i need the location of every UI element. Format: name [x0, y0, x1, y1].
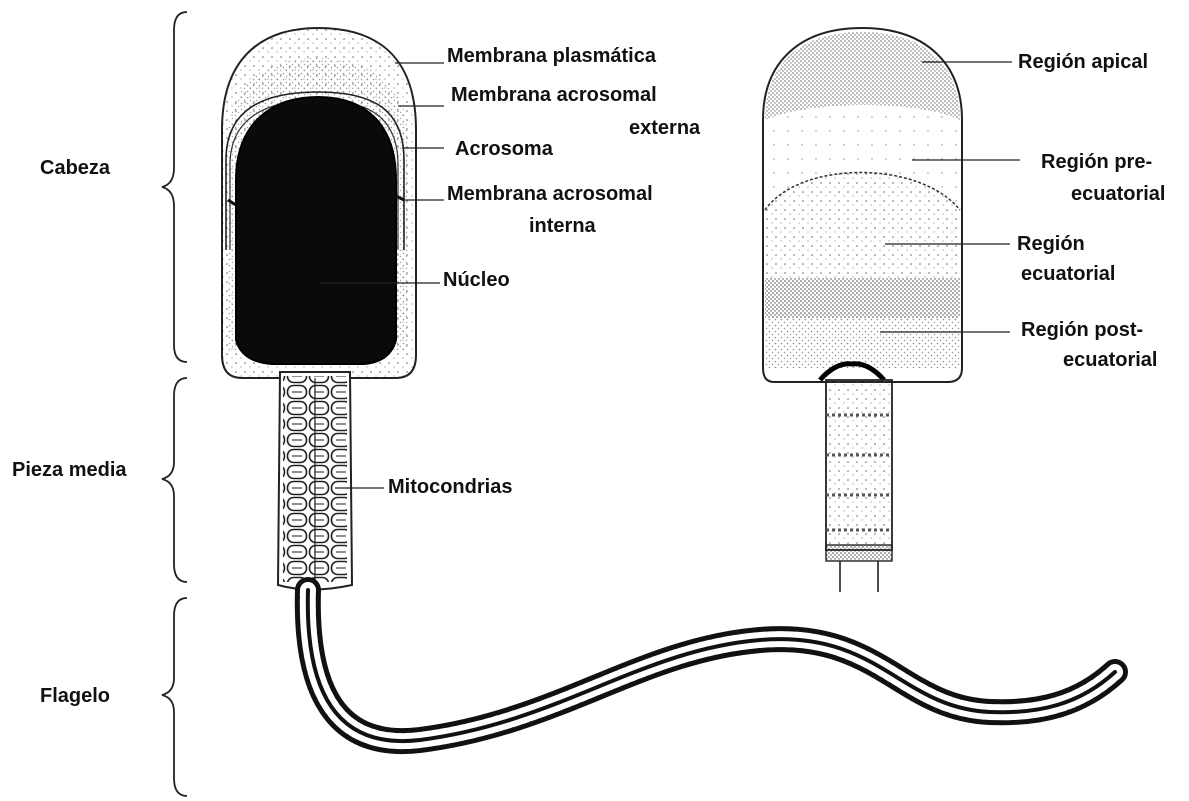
sperm-right-midpiece — [826, 380, 892, 592]
label-flagelo: Flagelo — [40, 684, 110, 708]
label-region-pre-2: ecuatorial — [1071, 182, 1165, 206]
label-membrana-acrosomal-interna-1: Membrana acrosomal — [447, 182, 653, 206]
label-mitocondrias: Mitocondrias — [388, 475, 512, 499]
label-acrosoma: Acrosoma — [455, 137, 553, 161]
label-region-apical: Región apical — [1018, 50, 1148, 74]
label-membrana-acrosomal-externa-2: externa — [629, 116, 700, 140]
dense-band — [765, 278, 960, 318]
label-region-ecuatorial-2: ecuatorial — [1021, 262, 1115, 286]
nucleus — [236, 97, 396, 364]
label-membrana-plasmatica: Membrana plasmática — [447, 44, 656, 68]
brace-cabeza — [162, 12, 187, 362]
label-region-post-2: ecuatorial — [1063, 348, 1157, 372]
sperm-left-head — [222, 28, 416, 378]
label-nucleo: Núcleo — [443, 268, 510, 292]
post-equatorial-region — [765, 318, 960, 368]
label-cabeza: Cabeza — [40, 156, 110, 180]
label-region-pre-1: Región pre- — [1041, 150, 1152, 174]
label-region-ecuatorial-1: Región — [1017, 232, 1085, 256]
label-region-post-1: Región post- — [1021, 318, 1143, 342]
label-membrana-acrosomal-interna-2: interna — [529, 214, 596, 238]
equatorial-region — [765, 173, 960, 279]
sperm-left-flagellum — [308, 590, 1115, 741]
sperm-left-midpiece — [278, 372, 352, 590]
sperm-right-head — [763, 28, 962, 382]
label-pieza-media: Pieza media — [12, 458, 127, 482]
brace-pieza-media — [162, 378, 187, 582]
label-membrana-acrosomal-externa-1: Membrana acrosomal — [451, 83, 657, 107]
brace-flagelo — [162, 598, 187, 796]
